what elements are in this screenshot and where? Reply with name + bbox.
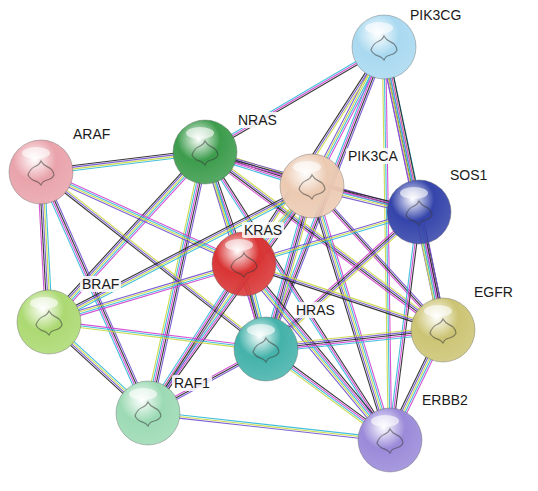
node-sphere [8, 139, 74, 205]
interaction-edge [51, 199, 138, 385]
protein-label: KRAS [242, 222, 284, 238]
interaction-edge [78, 270, 215, 315]
interaction-edge [75, 198, 285, 310]
protein-structure [430, 319, 456, 343]
protein-label: NRAS [236, 112, 279, 128]
protein-node: NRAS [172, 119, 238, 185]
interaction-edge [39, 203, 50, 291]
interaction-edge [296, 330, 412, 349]
protein-node: ARAF [8, 139, 74, 205]
protein-label: RAF1 [172, 375, 212, 391]
protein-label: EGFR [472, 284, 515, 300]
node-sphere [172, 119, 238, 185]
protein-structure [377, 429, 403, 453]
protein-structure [231, 253, 257, 277]
interaction-edge [71, 153, 174, 171]
node-sphere [211, 231, 277, 297]
protein-node: ERBB2 [357, 407, 423, 473]
protein-structure [253, 338, 279, 362]
protein-structure [406, 201, 432, 225]
interaction-edge [273, 272, 414, 322]
interaction-edge [70, 341, 127, 394]
protein-node: PIK3CA [279, 153, 345, 219]
protein-label: ARAF [71, 126, 112, 142]
node-sphere [386, 179, 452, 245]
protein-structure [192, 141, 218, 165]
interaction-edge [422, 242, 440, 301]
interaction-edge [80, 324, 236, 347]
node-sphere [233, 316, 299, 382]
node-sphere [115, 380, 181, 446]
node-sphere [16, 289, 82, 355]
protein-node: RAF1 [115, 380, 181, 446]
node-sphere [279, 153, 345, 219]
node-sphere [351, 14, 417, 80]
protein-structure [28, 161, 54, 185]
protein-label: ERBB2 [420, 392, 470, 408]
protein-node: HRAS [233, 316, 299, 382]
protein-node: PIK3CG [351, 14, 417, 80]
protein-structure [371, 36, 397, 60]
protein-structure [299, 175, 325, 199]
interaction-edge [273, 219, 390, 257]
protein-label: PIK3CA [346, 148, 400, 164]
interaction-edge [179, 415, 360, 439]
node-sphere [410, 297, 476, 363]
protein-label: PIK3CG [408, 7, 463, 23]
interaction-edge [248, 293, 261, 320]
protein-node: EGFR [410, 297, 476, 363]
interaction-edge [287, 231, 397, 330]
interaction-edge [68, 182, 217, 253]
interaction-edge [289, 365, 366, 423]
protein-node: BRAF [16, 289, 82, 355]
protein-label: BRAF [80, 276, 121, 292]
protein-node: KRAS [211, 231, 277, 297]
protein-node: SOS1 [386, 179, 452, 245]
protein-structure [135, 402, 161, 426]
protein-label: SOS1 [448, 167, 489, 183]
protein-label: HRAS [294, 302, 337, 318]
protein-structure [36, 311, 62, 335]
interaction-edge [231, 61, 358, 138]
interaction-edge [341, 190, 389, 208]
node-sphere [357, 407, 423, 473]
